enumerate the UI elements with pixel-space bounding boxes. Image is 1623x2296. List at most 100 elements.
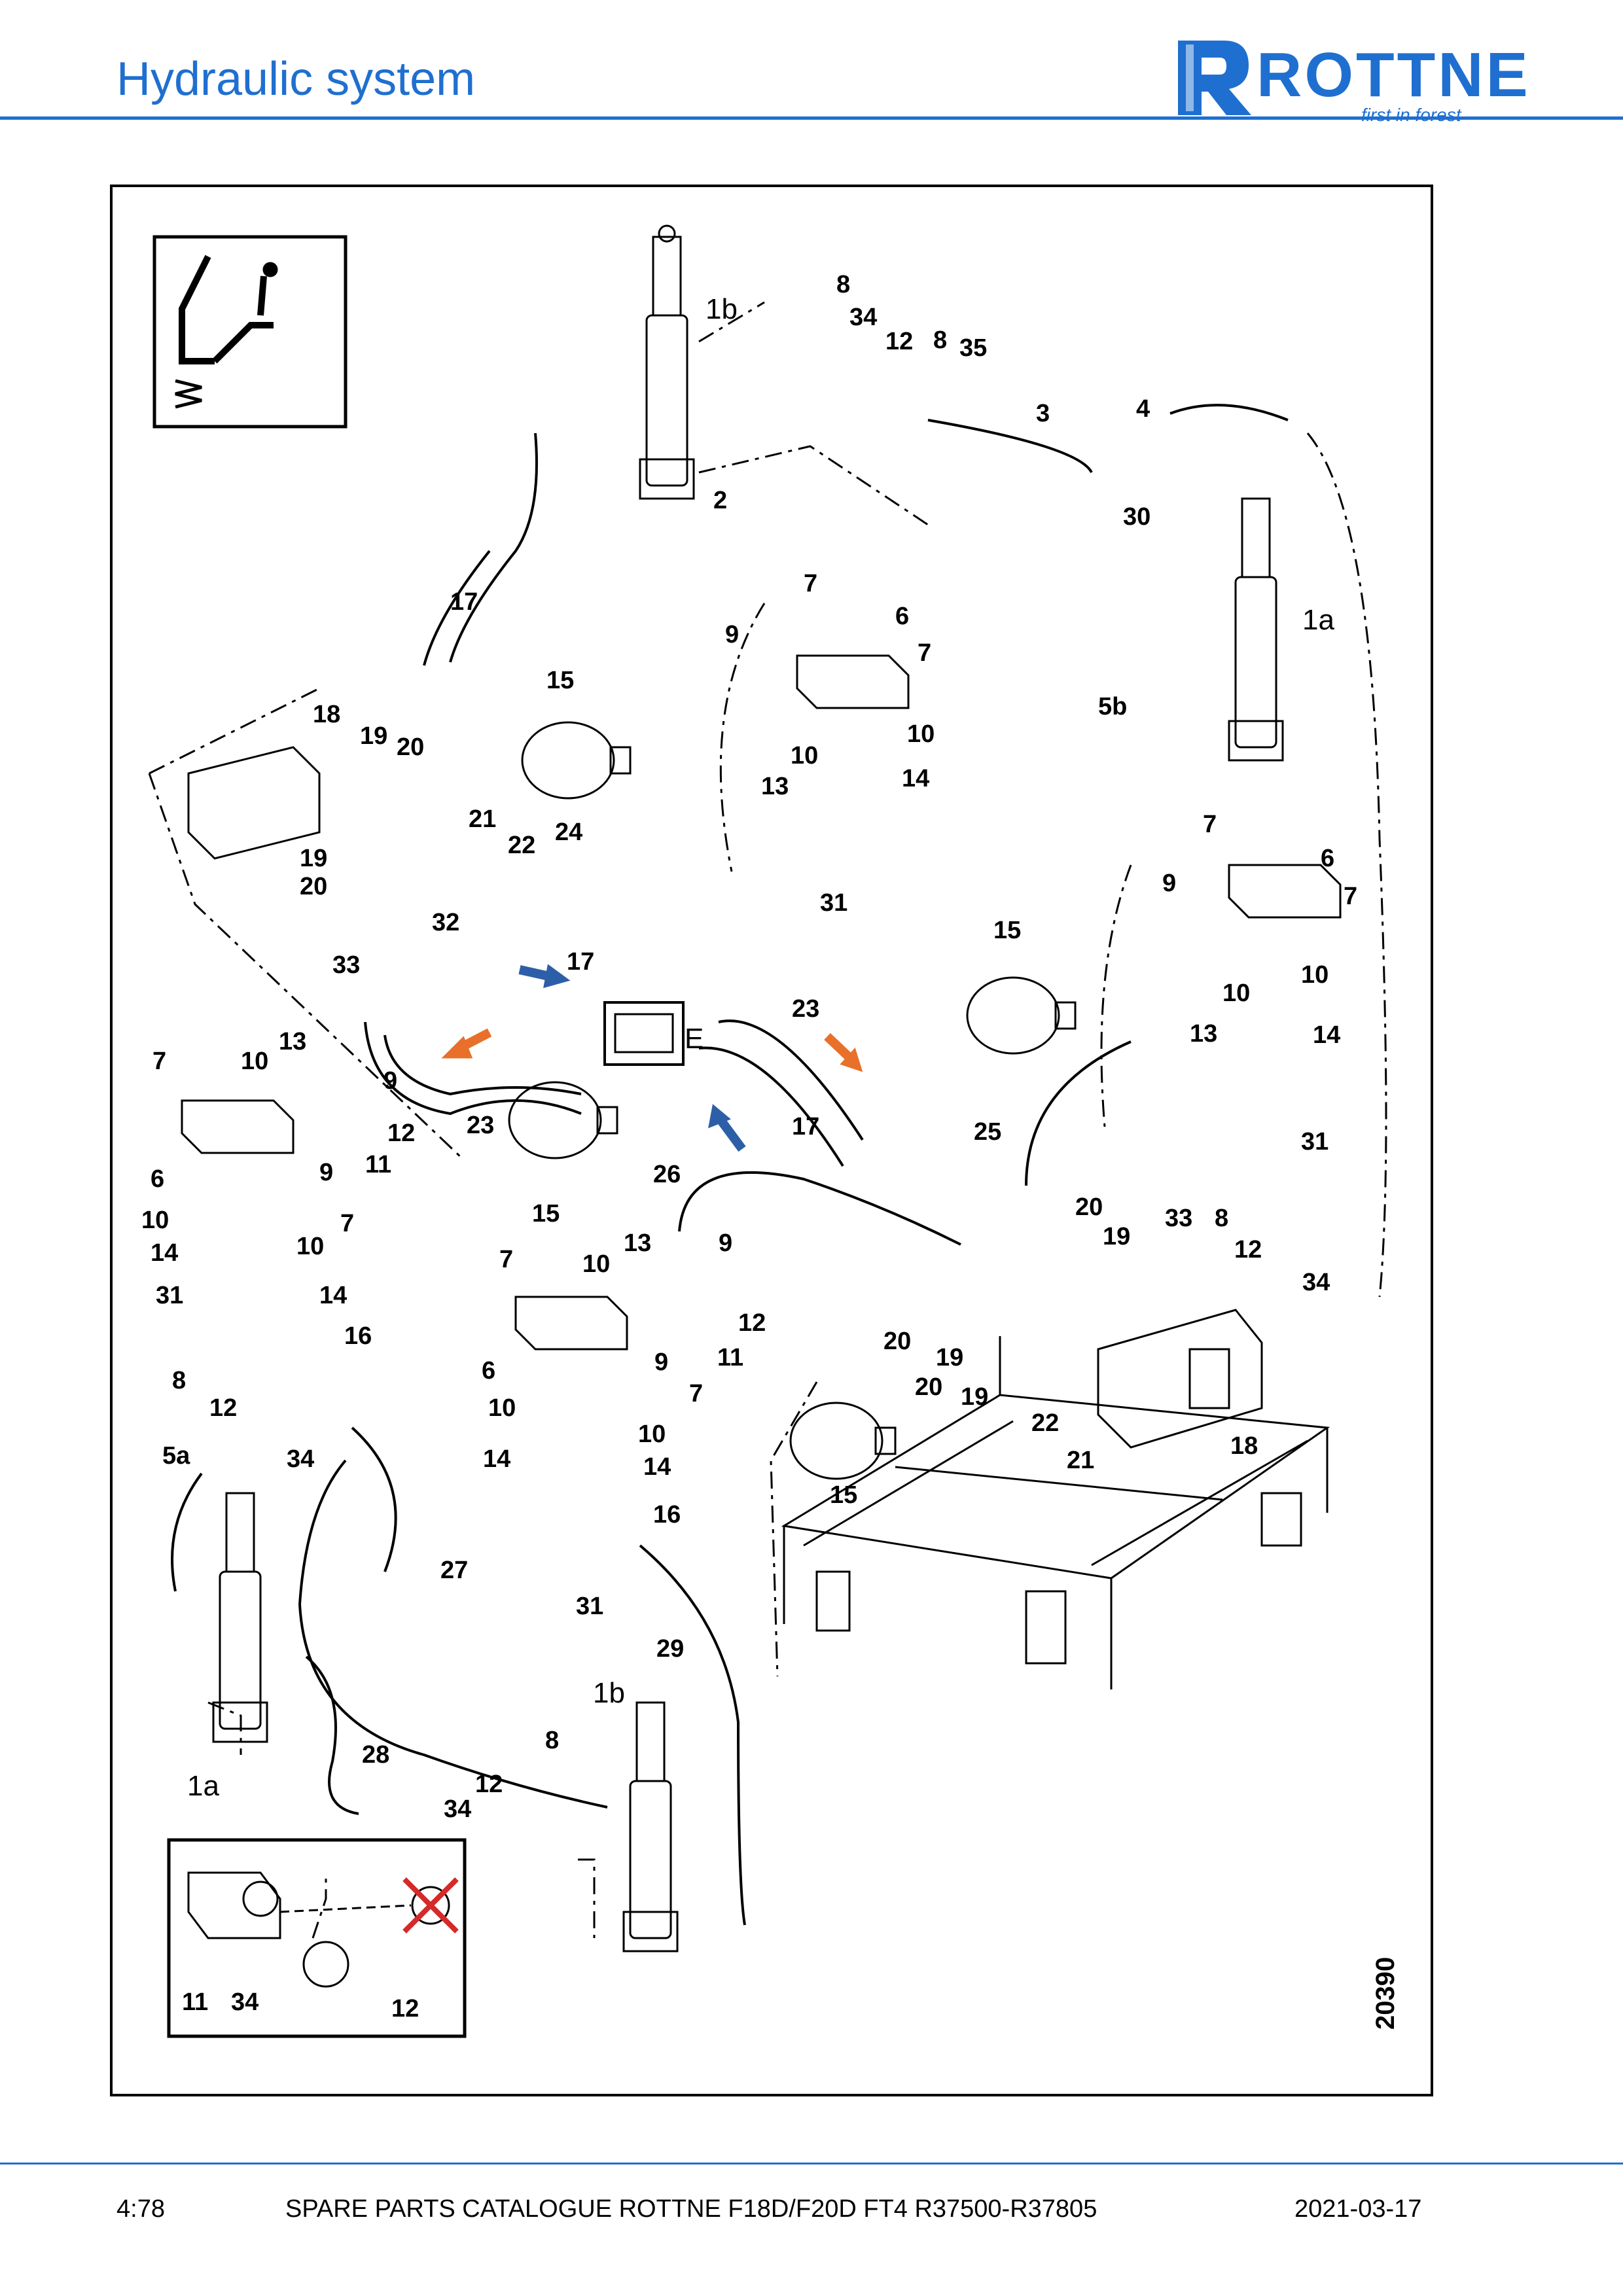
callout-label: 10: [296, 1233, 324, 1260]
callout-label: 11: [717, 1344, 743, 1371]
callout-label: 10: [488, 1394, 516, 1422]
callout-label: 10: [1222, 980, 1250, 1007]
callout-label: 7: [152, 1048, 166, 1075]
callout-label: 17: [450, 588, 478, 616]
callout-label: 20: [883, 1328, 911, 1355]
page-number: 4:78: [116, 2195, 165, 2223]
callout-label: 4: [1136, 395, 1150, 423]
accumulator-15-bottom: [789, 1402, 897, 1480]
electrical-connector-e: [603, 1001, 685, 1066]
callout-label: 14: [643, 1453, 671, 1481]
callout-label: 22: [1031, 1409, 1059, 1437]
callout-label: 10: [141, 1207, 169, 1234]
callout-label: 6: [895, 603, 909, 630]
callout-label: 30: [1123, 503, 1150, 531]
callout-label: 8: [933, 327, 947, 354]
callout-label: 10: [1301, 961, 1329, 989]
drawing-number: 20390: [1371, 1957, 1400, 2030]
callout-label: 12: [885, 328, 913, 355]
operator-seat-symbol-icon: [152, 235, 348, 429]
callout-label: 10: [638, 1421, 666, 1448]
callout-label: 12: [1234, 1236, 1262, 1263]
flow-arrow-orange-23-left: [441, 1028, 492, 1059]
diagram-frame: [110, 185, 1433, 2096]
callout-label: 23: [792, 995, 819, 1023]
callout-label: 19: [360, 722, 387, 750]
valve-unit-18-left: [187, 746, 321, 860]
callout-label: 18: [1230, 1432, 1258, 1460]
callout-label: 11: [365, 1151, 391, 1178]
cylinder-1b-top: [639, 224, 695, 500]
callout-label: 25: [974, 1118, 1001, 1146]
accumulator-15-mid: [508, 1081, 618, 1159]
callout-label: 13: [624, 1229, 651, 1257]
cylinder-1a-right: [1228, 497, 1284, 762]
callout-label: 9: [719, 1229, 732, 1257]
callout-label: 8: [545, 1727, 559, 1754]
callout-label: 20: [397, 733, 424, 761]
callout-label: 31: [820, 889, 847, 917]
hydraulic-exploded-diagram: 1b 8 34 12 8 35 3 4 2 30 1a 17 7 6 9 7 1…: [141, 224, 1400, 2038]
callout-label: 15: [830, 1481, 857, 1509]
callout-label: 1b: [593, 1677, 625, 1709]
callout-label: 14: [319, 1282, 347, 1309]
callout-label: 15: [993, 917, 1021, 944]
brand-name: ROTTNE: [1257, 40, 1531, 110]
callout-label: 22: [508, 832, 535, 859]
dashed-leader-lines: [148, 301, 1387, 1939]
callout-label: 16: [344, 1322, 372, 1350]
callout-label: 1a: [187, 1770, 219, 1802]
callout-label: 20: [1075, 1193, 1103, 1221]
flow-arrow-blue-17-top: [518, 964, 571, 989]
catalogue-title: SPARE PARTS CATALOGUE ROTTNE F18D/F20D F…: [285, 2195, 1097, 2223]
callout-label: 20: [915, 1373, 942, 1401]
callout-label: 26: [653, 1161, 681, 1188]
callout-label: 34: [444, 1795, 471, 1823]
rottne-logo: ROTTNE first in forest: [1171, 34, 1528, 125]
callout-label: 20: [300, 873, 327, 900]
callout-label: 31: [1301, 1128, 1329, 1156]
callout-label: 17: [567, 948, 594, 976]
valve-block-6-center: [514, 1296, 628, 1351]
callout-label: 23: [467, 1112, 494, 1139]
callout-label: 12: [738, 1309, 766, 1337]
callout-label: 6: [1321, 845, 1334, 872]
callout-label: 18: [313, 701, 340, 728]
callout-label: 14: [151, 1239, 178, 1267]
callout-label: 8: [172, 1367, 186, 1394]
accumulator-15-right: [966, 976, 1077, 1055]
callout-label: 5b: [1098, 693, 1127, 720]
callout-label: 10: [582, 1250, 610, 1278]
callout-label: 1b: [705, 293, 738, 325]
callout-label: 17: [792, 1113, 819, 1140]
callout-label: 13: [761, 773, 789, 800]
callout-label: 34: [849, 304, 877, 331]
callout-label: 9: [1162, 870, 1176, 897]
callout-label: 9: [654, 1349, 668, 1376]
callout-label: 7: [918, 639, 931, 667]
inset-label: 12: [391, 1995, 419, 2022]
callout-label: 7: [804, 570, 817, 597]
hose-lines: [171, 404, 1289, 1926]
callout-label: 34: [287, 1445, 314, 1473]
callout-label: 15: [546, 667, 574, 694]
callout-label: 7: [1203, 811, 1217, 838]
callout-label: 27: [440, 1557, 468, 1584]
flow-arrow-orange-23-right: [824, 1033, 863, 1072]
callout-label: 14: [902, 765, 929, 792]
callout-label: 8: [1215, 1205, 1228, 1232]
not-used-cross-icon: [402, 1877, 459, 1934]
brand-tagline: first in forest: [1361, 105, 1461, 125]
callout-label: 7: [340, 1210, 354, 1237]
callout-label: 10: [241, 1048, 268, 1075]
callout-label: 19: [300, 845, 327, 872]
callout-label: 19: [1103, 1223, 1130, 1250]
callout-label: 12: [209, 1394, 237, 1422]
catalogue-date: 2021-03-17: [1294, 2195, 1422, 2223]
callout-label: 9: [383, 1067, 397, 1095]
callout-label: 31: [156, 1282, 183, 1309]
callout-label: 6: [151, 1165, 164, 1193]
callout-label: 16: [653, 1501, 681, 1528]
valve-block-6-top: [796, 654, 910, 709]
callout-label: 14: [483, 1445, 510, 1473]
